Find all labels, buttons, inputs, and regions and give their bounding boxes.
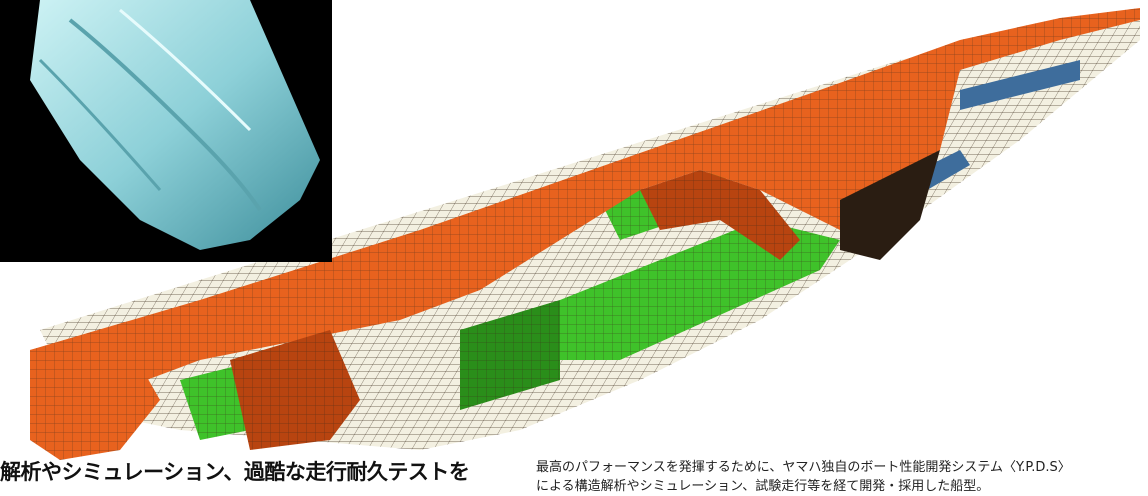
render-inset: [0, 0, 332, 262]
hull-render-image: [0, 0, 332, 262]
caption-line-1: 最高のパフォーマンスを発揮するために、ヤマハ独自のボート性能開発システム〈Y.P…: [536, 460, 1071, 475]
orange-deck-shell: [30, 8, 1140, 460]
headline-text: 解析やシミュレーション、過酷な走行耐久テストを: [0, 460, 470, 484]
caption: 最高のパフォーマンスを発揮するために、ヤマハ独自のボート性能開発システム〈Y.P…: [536, 458, 1144, 496]
